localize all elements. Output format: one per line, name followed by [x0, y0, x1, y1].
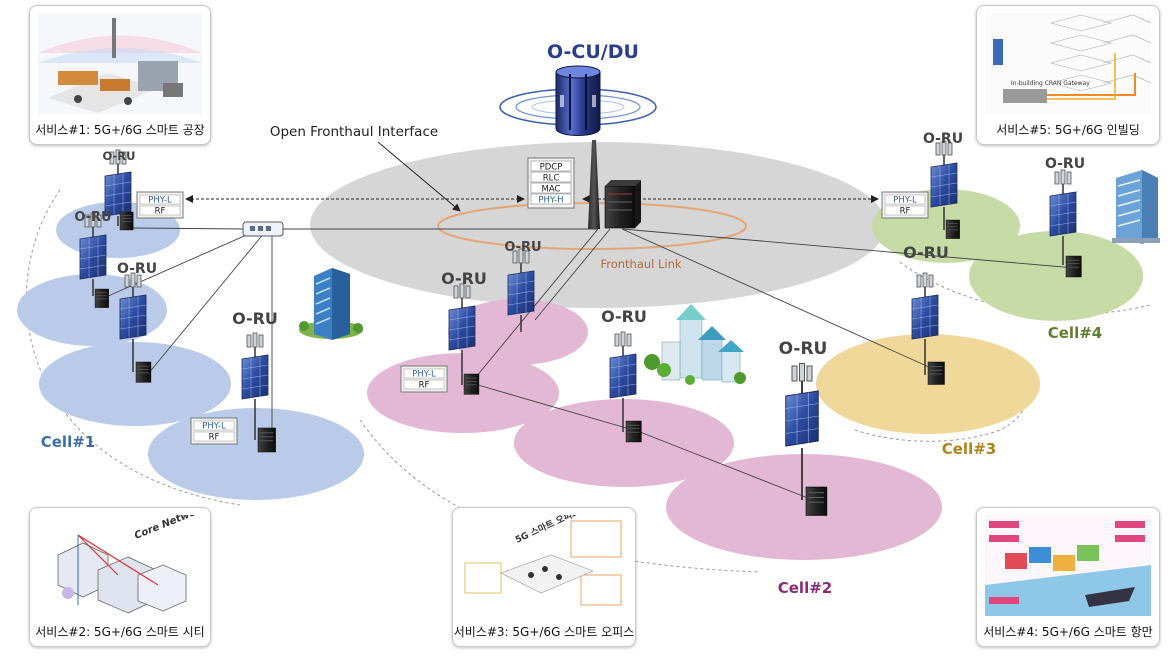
phy-box-2: PHY-L RF [190, 417, 238, 445]
protocol-stack: PDCP RLC MAC PHY-H [527, 157, 575, 209]
oru-label-11: O-RU [1045, 156, 1085, 172]
cell4-label: Cell#4 [1048, 324, 1102, 342]
phy-box-3-phyl: PHY-L [412, 370, 436, 380]
inbuilding-thumbnail: In-building CRAN Gateway [985, 13, 1151, 114]
phy-box-1-phyl: PHY-L [148, 196, 172, 206]
oru-server-8 [805, 486, 828, 516]
service-card-3: 5G 스마트 오피스 솔루션 서비스#3: 5G+/6G 스마트 오피스 [452, 507, 636, 647]
oru-server-2 [94, 288, 109, 308]
oru-label-9: O-RU [903, 243, 949, 262]
oru-label-5: O-RU [441, 269, 487, 288]
oru-server-11 [1065, 255, 1082, 278]
phy-box-4-rf: RF [900, 207, 911, 217]
office-building-icon [299, 268, 363, 340]
interface-pointer [377, 141, 461, 212]
phy-box-2-rf: RF [209, 433, 220, 443]
oru-unit-4 [241, 332, 269, 400]
oru-unit-8 [784, 362, 820, 447]
service-card-4: 서비스#4: 5G+/6G 스마트 항만 [976, 507, 1160, 647]
cell2-area-3 [514, 399, 734, 487]
cell2-cluster-arc [359, 419, 761, 573]
inbuilding-caption: In-building CRAN Gateway [1011, 80, 1090, 87]
oru-server-7 [625, 420, 642, 443]
cell1-area-3 [39, 342, 231, 426]
oru-server-4 [257, 427, 277, 453]
cell4-area-2 [969, 231, 1143, 321]
oru-unit-9 [911, 272, 939, 340]
core-tower [588, 140, 600, 229]
phy-box-1: PHY-L RF [136, 191, 184, 219]
service-label-4: 서비스#4: 5G+/6G 스마트 항만 [983, 625, 1153, 639]
phy-box-4-phyl: PHY-L [893, 196, 917, 206]
phy-box-3: PHY-L RF [400, 365, 448, 393]
service-label-1: 서비스#1: 5G+/6G 스마트 공장 [35, 123, 205, 137]
cell3-label: Cell#3 [942, 440, 996, 458]
interface-label: Open Fronthaul Interface [270, 124, 438, 140]
cell2-area-1 [448, 299, 588, 365]
smart-city-thumbnail: Core Network [38, 515, 202, 616]
service-card-1: 서비스#1: 5G+/6G 스마트 공장 [29, 5, 211, 145]
stack-pdcp: PDCP [540, 163, 563, 173]
phy-box-3-rf: RF [419, 381, 430, 391]
cell1-label: Cell#1 [41, 433, 95, 451]
tower-building-icon [1112, 170, 1160, 244]
oru-label-8: O-RU [779, 339, 828, 359]
service-label-3: 서비스#3: 5G+/6G 스마트 오피스 [453, 625, 635, 639]
cu-du-title: O-CU/DU [547, 41, 639, 63]
cell1-cluster-arc [25, 189, 241, 506]
phy-box-2-phyl: PHY-L [202, 422, 226, 432]
central-server [604, 180, 641, 229]
oru-label-10: O-RU [923, 131, 963, 147]
cell2-area-4 [666, 454, 942, 560]
service-card-2: Core Network 서비스#2: 5G+/6G 스마트 시티 [29, 507, 211, 647]
phy-box-1-rf: RF [155, 207, 166, 217]
oru-server-9 [927, 361, 945, 385]
fronthaul-links [105, 227, 1076, 503]
phy-box-4: PHY-L RF [881, 191, 929, 219]
stack-phy-h: PHY-H [538, 196, 563, 206]
oru-label-6: O-RU [504, 240, 541, 255]
oru-unit-10 [930, 140, 958, 208]
oru-server-1 [119, 211, 134, 231]
stack-mac: MAC [542, 185, 561, 195]
fronthaul-link-label: Fronthaul Link [600, 257, 681, 271]
oru-label-2: O-RU [74, 210, 111, 225]
oru-unit-7 [609, 331, 637, 399]
oru-server-5 [463, 373, 480, 395]
oru-server-3 [135, 361, 152, 383]
smart-port-thumbnail [985, 515, 1151, 616]
smart-factory-thumbnail [38, 13, 202, 114]
service-card-5: In-building CRAN Gateway 서비스#5: 5G+/6G 인… [976, 5, 1160, 145]
cu-du-node [499, 65, 657, 136]
oru-label-3: O-RU [117, 261, 157, 277]
smart-office-thumbnail: 5G 스마트 오피스 솔루션 [461, 515, 627, 616]
oru-label-4: O-RU [232, 309, 278, 328]
oru-label-7: O-RU [601, 307, 647, 326]
stack-rlc: RLC [543, 174, 560, 184]
oru-label-1: O-RU [103, 149, 136, 163]
residential-buildings-icon [644, 304, 746, 385]
oru-unit-11 [1049, 169, 1077, 237]
oru-server-10 [945, 219, 960, 239]
network-switch [242, 221, 284, 237]
service-label-5: 서비스#5: 5G+/6G 인빌딩 [996, 123, 1140, 137]
service-label-2: 서비스#2: 5G+/6G 스마트 시티 [35, 625, 205, 639]
cell2-label: Cell#2 [778, 579, 832, 597]
cell1-area-4 [148, 408, 364, 500]
